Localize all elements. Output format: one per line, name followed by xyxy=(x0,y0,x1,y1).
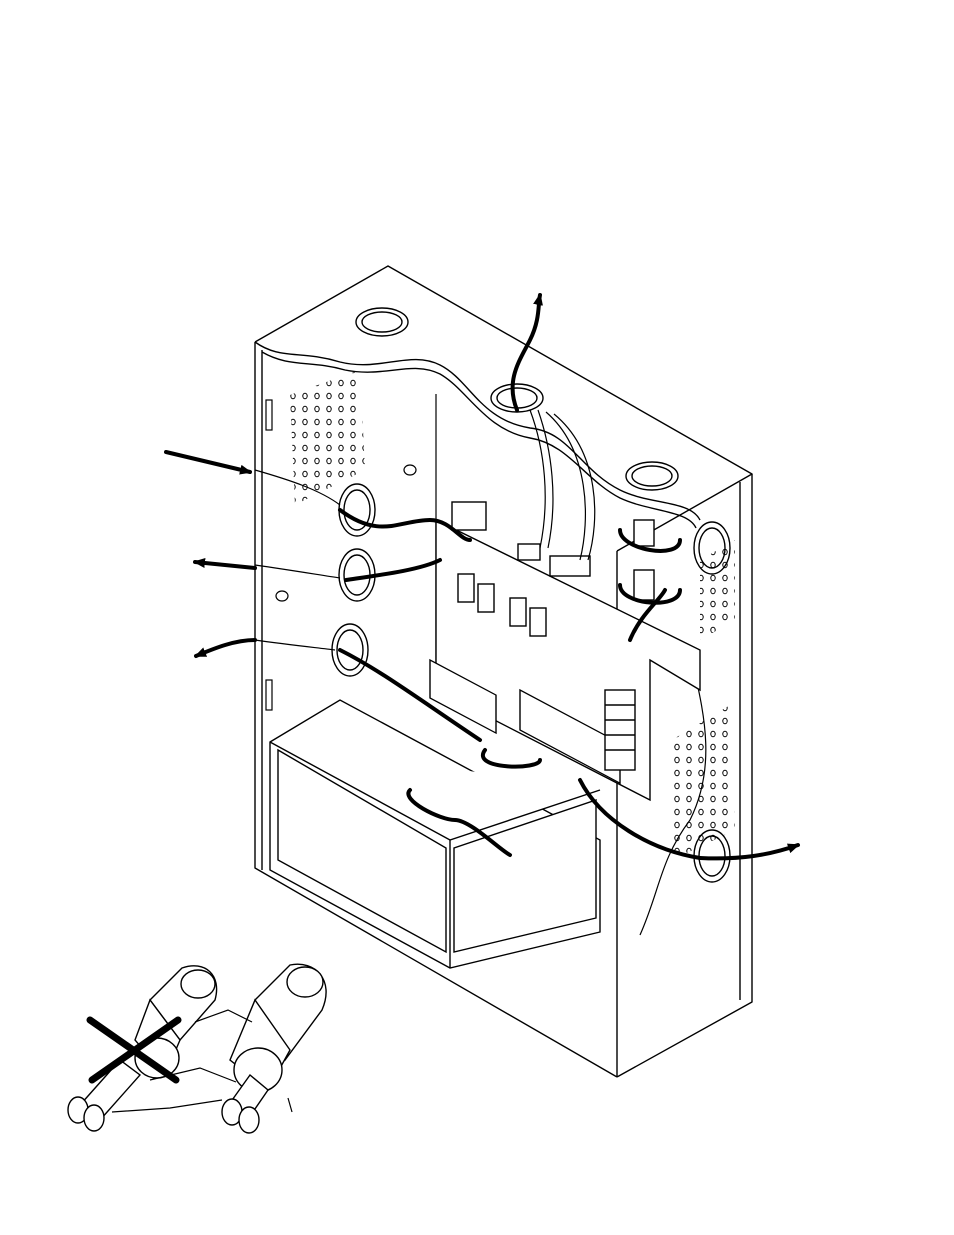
left-exit-arrow-lower xyxy=(196,640,255,656)
correct-cable-icon xyxy=(222,964,326,1133)
circuit-board xyxy=(430,502,700,800)
left-exit-arrow-upper xyxy=(195,562,255,568)
left-entry-arrow xyxy=(166,452,250,472)
